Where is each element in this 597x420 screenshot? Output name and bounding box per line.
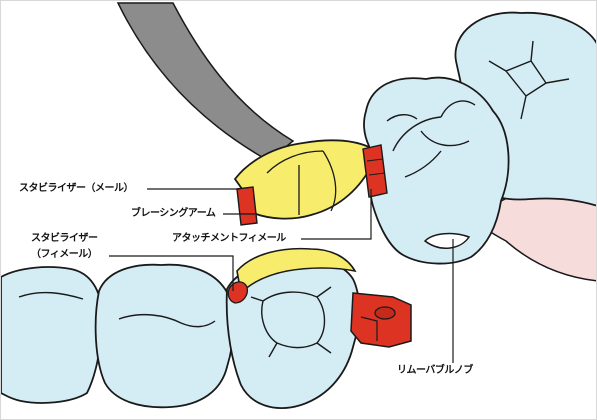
label-stabilizer-female-line1: スタビライザー <box>31 233 98 245</box>
label-removable-knob: リムーバブルノブ <box>397 365 473 377</box>
label-stabilizer-male: スタビライザー（メール） <box>19 183 133 195</box>
attachment-block-hole <box>375 307 395 319</box>
lower-tooth-left <box>1 267 101 403</box>
framework-bar <box>118 3 293 161</box>
label-stabilizer-female-line2: （フィメール） <box>31 249 97 261</box>
lower-tooth-middle <box>96 265 234 408</box>
stabilizer-male-shape <box>237 187 257 225</box>
attachment-block-lower <box>351 293 411 347</box>
label-bracing-arm: ブレーシングアーム <box>131 208 215 220</box>
label-attachment-female: アタッチメントフィメール <box>172 233 286 245</box>
